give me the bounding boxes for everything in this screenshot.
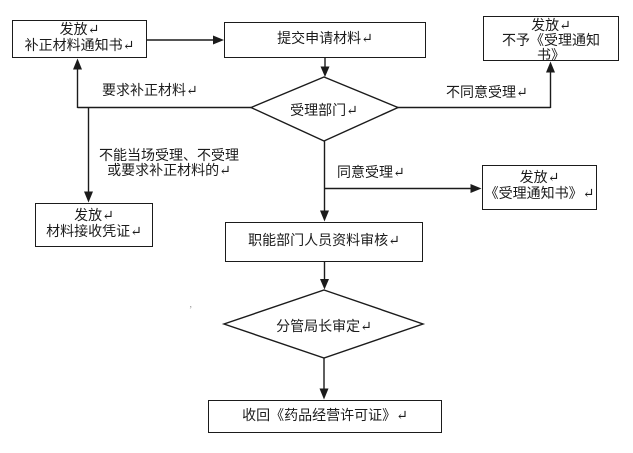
arrow-submit-to-acceptance-dept [320, 58, 330, 77]
node-text-line: 补正材料通知书↵ [24, 39, 135, 54]
diamond-acceptance-dept-shape [249, 76, 400, 142]
node-text-line: 发放↵ [531, 19, 571, 34]
stray-mark: ’ [189, 305, 193, 316]
node-deputy-director-review-label: 分管局长审定↵ [276, 320, 372, 335]
node-text-line: 发放↵ [74, 209, 114, 224]
node-acceptance-department-label: 受理部门↵ [290, 104, 358, 119]
label-disagree-accept: 不同意受理↵ [446, 86, 528, 101]
node-text-line: 收回《药品经营许可证》↵ [242, 408, 408, 424]
node-text-line: 发放↵ [519, 171, 560, 186]
arrow-acceptance-to-staff-review [320, 141, 329, 222]
node-text-line: 《受理通知书》↵ [484, 187, 595, 202]
label-cannot-accept-line2: 或要求补正材料的↵ [107, 164, 231, 179]
arrow-correction-to-submit [147, 35, 224, 45]
node-text-line: 不予《受理通知 [502, 34, 600, 49]
node-issue-non-acceptance-notice: 发放↵ 不予《受理通知 书》 [483, 16, 619, 61]
arrow-director-to-withdraw [319, 358, 329, 400]
node-text-line: 书》 [537, 49, 565, 61]
arrow-review-to-director [320, 262, 329, 290]
node-issue-acceptance-notice: 发放↵ 《受理通知书》↵ [482, 165, 597, 210]
node-withdraw-license: 收回《药品经营许可证》↵ [208, 400, 442, 433]
diamond-director-review-shape [221, 289, 426, 359]
label-require-correction: 要求补正材料↵ [102, 84, 198, 99]
label-cannot-accept: 不能当场受理、不受理 或要求补正材料的↵ [94, 149, 244, 179]
arrow-agree-to-acceptance-notice [324, 184, 482, 193]
node-text-line: 职能部门人员资料审核↵ [248, 234, 400, 249]
arrow-disagree-to-non-acceptance [397, 61, 555, 109]
node-text-line: 提交申请材料↵ [277, 32, 373, 47]
node-department-staff-review: 职能部门人员资料审核↵ [225, 222, 423, 262]
label-agree-accept: 同意受理↵ [337, 166, 405, 181]
node-text-line: 材料接收凭证↵ [46, 225, 142, 240]
label-cannot-accept-line1: 不能当场受理、不受理 [99, 149, 239, 164]
node-issue-material-receipt: 发放↵ 材料接收凭证↵ [35, 203, 153, 247]
node-text-line: 发放↵ [59, 23, 100, 38]
node-submit-application: 提交申请材料↵ [224, 22, 426, 58]
node-issue-correction-notice: 发放↵ 补正材料通知书↵ [12, 20, 147, 58]
connector-correction-branch [73, 58, 251, 203]
